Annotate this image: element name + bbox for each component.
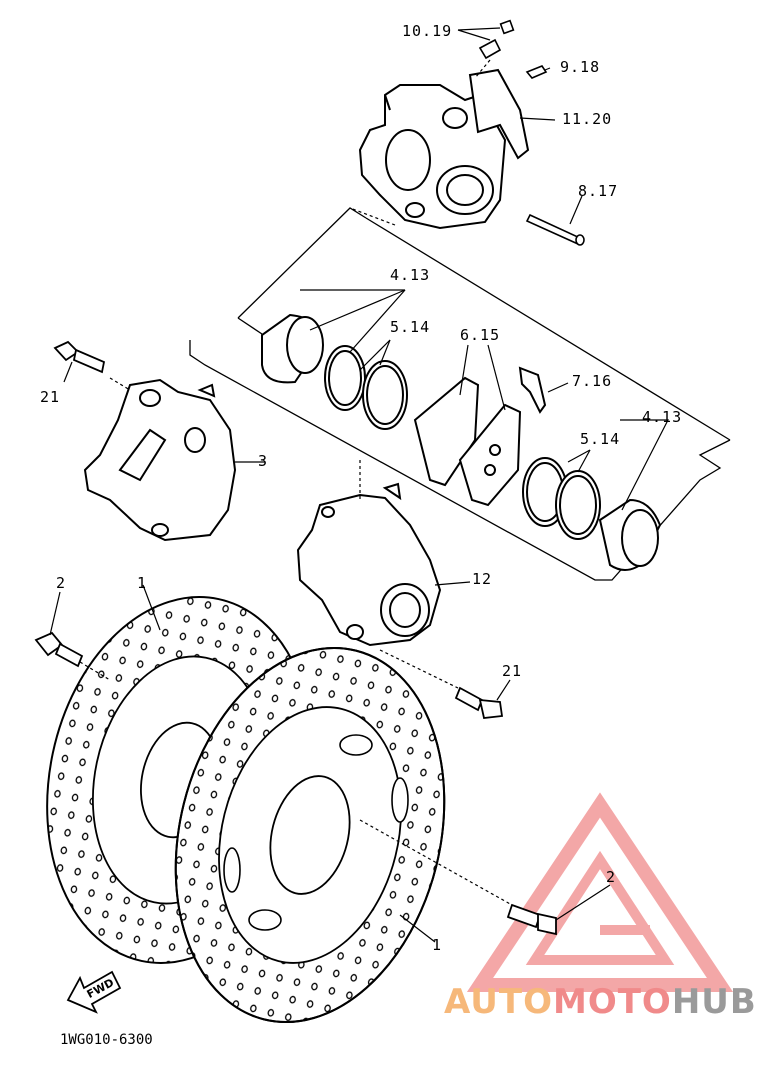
brake-disc-right	[174, 646, 446, 1024]
callout-2-left: 2	[56, 574, 67, 592]
callout-10-19: 10.19	[402, 22, 453, 40]
callout-2-right: 2	[606, 868, 617, 886]
callout-6-15: 6.15	[460, 326, 501, 344]
bolt-2-left	[34, 631, 84, 668]
callout-9-18: 9.18	[560, 58, 601, 76]
brake-pads	[413, 366, 547, 507]
bolt-2-right	[506, 903, 557, 936]
caliper-right	[296, 482, 442, 647]
bleed-screw	[478, 19, 515, 60]
callout-8-17: 8.17	[578, 182, 619, 200]
callout-21-top: 21	[40, 388, 61, 406]
callout-4-13-top: 4.13	[390, 266, 431, 284]
callout-4-13-right: 4.13	[642, 408, 683, 426]
callout-12: 12	[472, 570, 493, 588]
callout-5-14-top: 5.14	[390, 318, 431, 336]
pad-pin	[525, 213, 585, 246]
callout-21-mid: 21	[502, 662, 523, 680]
callout-7-16: 7.16	[572, 372, 613, 390]
callout-11-20: 11.20	[562, 110, 613, 128]
watermark-text: AUTOMOTOHUB	[444, 982, 757, 1022]
callout-3: 3	[258, 452, 269, 470]
watermark-moto: MOTO	[552, 982, 672, 1022]
bolt-21-top	[53, 340, 106, 374]
caliper-left	[83, 378, 237, 542]
pistons-right	[522, 457, 662, 571]
watermark-auto: AUTO	[444, 982, 553, 1022]
callout-1-right: 1	[432, 936, 443, 954]
watermark-logo	[466, 792, 734, 992]
bolt-21-mid	[454, 686, 504, 719]
leader-lines	[49, 27, 669, 943]
fwd-arrow-icon	[66, 970, 122, 1014]
watermark-hub: HUB	[671, 982, 757, 1022]
pistons-top	[261, 313, 408, 430]
diagram-code: 1WG010-6300	[60, 1032, 153, 1048]
pad-pin-clip	[525, 65, 548, 79]
callout-5-14-right: 5.14	[580, 430, 621, 448]
callout-1-left: 1	[137, 574, 148, 592]
upper-caliper	[358, 68, 530, 230]
